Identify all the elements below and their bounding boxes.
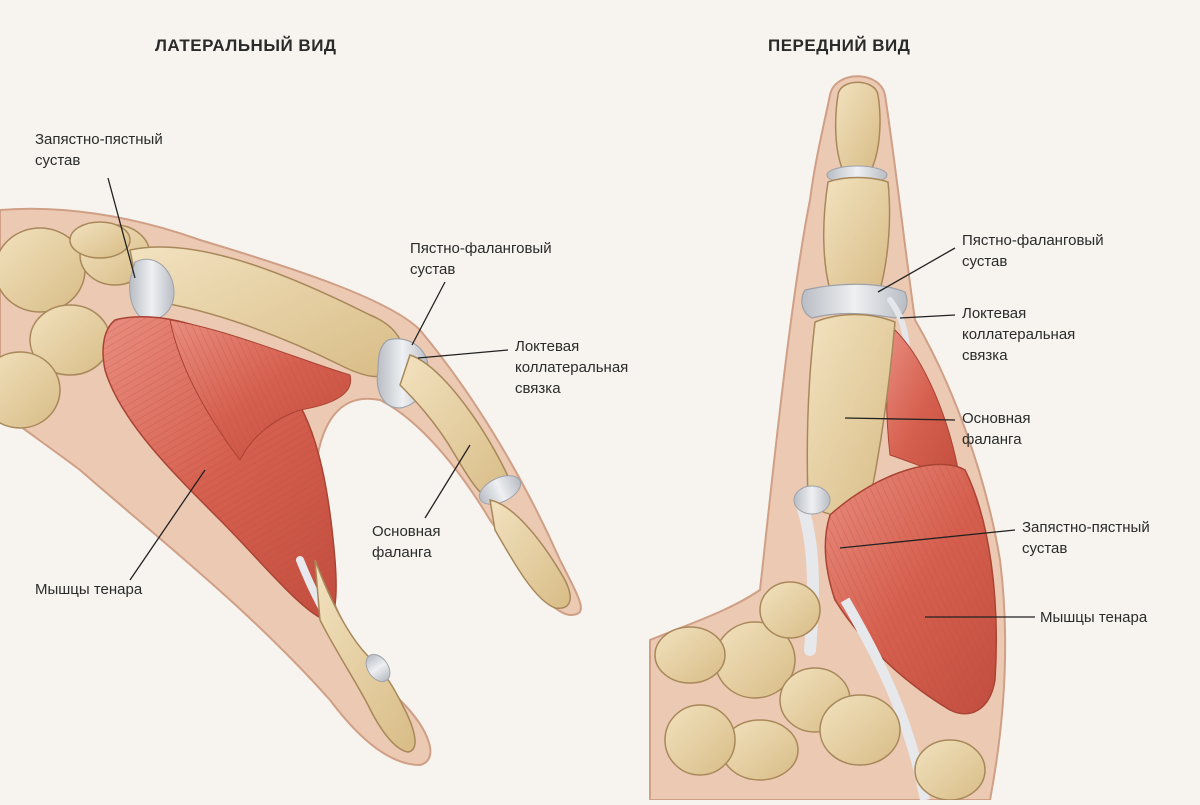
leader-anterior-cmc (839, 529, 1016, 549)
label-anterior-thenar: Мышцы тенара (1040, 609, 1148, 626)
anterior-view-drawing (649, 75, 1007, 801)
lateral-index-bone (314, 559, 416, 753)
label-lateral-ucl: Локтевая коллатеральная связка (515, 338, 629, 397)
lateral-view-drawing (0, 207, 582, 767)
leader-lines (107, 177, 1035, 618)
leader-anterior-ucl (899, 314, 956, 319)
leader-anterior-phalanx (844, 417, 956, 421)
lateral-ip-joint (478, 475, 522, 505)
anterior-mcp-capsule (801, 283, 908, 319)
lateral-adductor-fibers (170, 320, 351, 460)
anterior-proximal-phalanx (822, 176, 891, 291)
lateral-carpal-bones (0, 221, 151, 429)
label-anterior-proximal-phalanx: Основная фаланга (962, 410, 1031, 448)
lateral-index-joint (365, 653, 391, 683)
leader-lateral-phalanx (424, 444, 471, 519)
label-lateral-thenar: Мышцы тенара (35, 581, 143, 598)
label-anterior-ucl: Локтевая коллатеральная связка (962, 305, 1076, 364)
leader-lateral-cmc (107, 177, 136, 279)
leader-lateral-ucl (417, 349, 509, 359)
label-lateral-cmc-joint: Запястно-пястный сустав (35, 131, 163, 169)
leader-lateral-mcp (411, 281, 446, 346)
leader-anterior-mcp (877, 247, 956, 293)
label-lateral-proximal-phalanx: Основная фаланга (372, 523, 441, 561)
anterior-cmc-capsule (793, 485, 831, 515)
label-anterior-cmc-joint: Запястно-пястный сустав (1022, 519, 1150, 557)
label-anterior-mcp-joint: Пястно-фаланговый сустав (962, 232, 1104, 270)
lateral-view-title: ЛАТЕРАЛЬНЫЙ ВИД (155, 36, 337, 55)
anterior-carpal-bones (654, 581, 986, 801)
lateral-cmc-capsule (129, 258, 175, 321)
leader-lateral-thenar (129, 469, 206, 581)
lateral-distal-phalanx (489, 499, 571, 609)
anterior-thenar-fibers (825, 464, 997, 714)
anterior-distal-phalanx (834, 81, 881, 169)
anterior-view-title: ПЕРЕДНИЙ ВИД (768, 36, 911, 55)
label-lateral-mcp-joint: Пястно-фаланговый сустав (410, 240, 552, 278)
